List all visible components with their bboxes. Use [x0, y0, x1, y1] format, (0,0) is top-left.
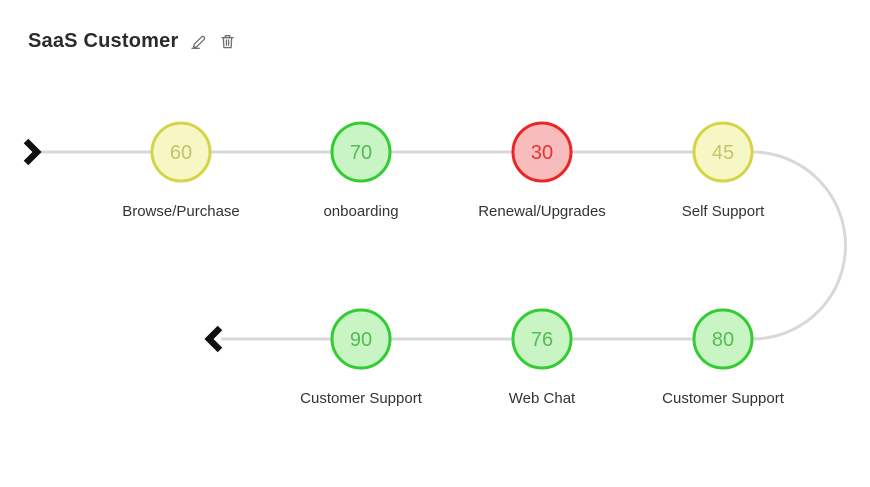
- node-value: 45: [712, 142, 734, 164]
- journey-node-web-chat[interactable]: 76 Web Chat: [509, 308, 576, 407]
- node-value: 90: [350, 329, 372, 351]
- node-circle: [511, 308, 573, 370]
- node-value: 80: [712, 329, 734, 351]
- node-circle: [511, 121, 573, 183]
- delete-journey-button[interactable]: [219, 33, 236, 50]
- node-value: 76: [531, 329, 553, 351]
- node-circle: [330, 308, 392, 370]
- journey-node-customer-support-2[interactable]: 90 Customer Support: [300, 308, 423, 407]
- journey-node-renewal-upgrades[interactable]: 30 Renewal/Upgrades: [478, 121, 606, 220]
- page-header: SaaS Customer: [28, 30, 236, 53]
- journey-path-line: [37, 150, 847, 341]
- node-label: Customer Support: [300, 390, 423, 407]
- edit-journey-button[interactable]: [190, 33, 207, 50]
- node-circle: [692, 308, 754, 370]
- node-label: Renewal/Upgrades: [478, 203, 606, 220]
- node-label: Web Chat: [509, 390, 576, 407]
- start-arrow-icon: [23, 138, 42, 166]
- node-circle: [150, 121, 212, 183]
- node-value: 30: [531, 142, 553, 164]
- node-label: onboarding: [323, 203, 398, 220]
- journey-node-self-support[interactable]: 45 Self Support: [682, 121, 765, 220]
- node-circle: [330, 121, 392, 183]
- node-label: Customer Support: [662, 390, 785, 407]
- node-circle: [692, 121, 754, 183]
- journey-node-onboarding[interactable]: 70 onboarding: [323, 121, 399, 220]
- journey-node-customer-support-1[interactable]: 80 Customer Support: [662, 308, 785, 407]
- node-label: Browse/Purchase: [122, 203, 240, 220]
- pencil-icon: [191, 35, 206, 49]
- trash-icon: [221, 35, 235, 49]
- end-arrow-icon: [204, 325, 223, 353]
- page-title: SaaS Customer: [28, 30, 179, 52]
- node-value: 60: [170, 142, 192, 164]
- journey-node-browse-purchase[interactable]: 60 Browse/Purchase: [122, 121, 240, 220]
- node-label: Self Support: [682, 203, 765, 220]
- node-value: 70: [350, 142, 372, 164]
